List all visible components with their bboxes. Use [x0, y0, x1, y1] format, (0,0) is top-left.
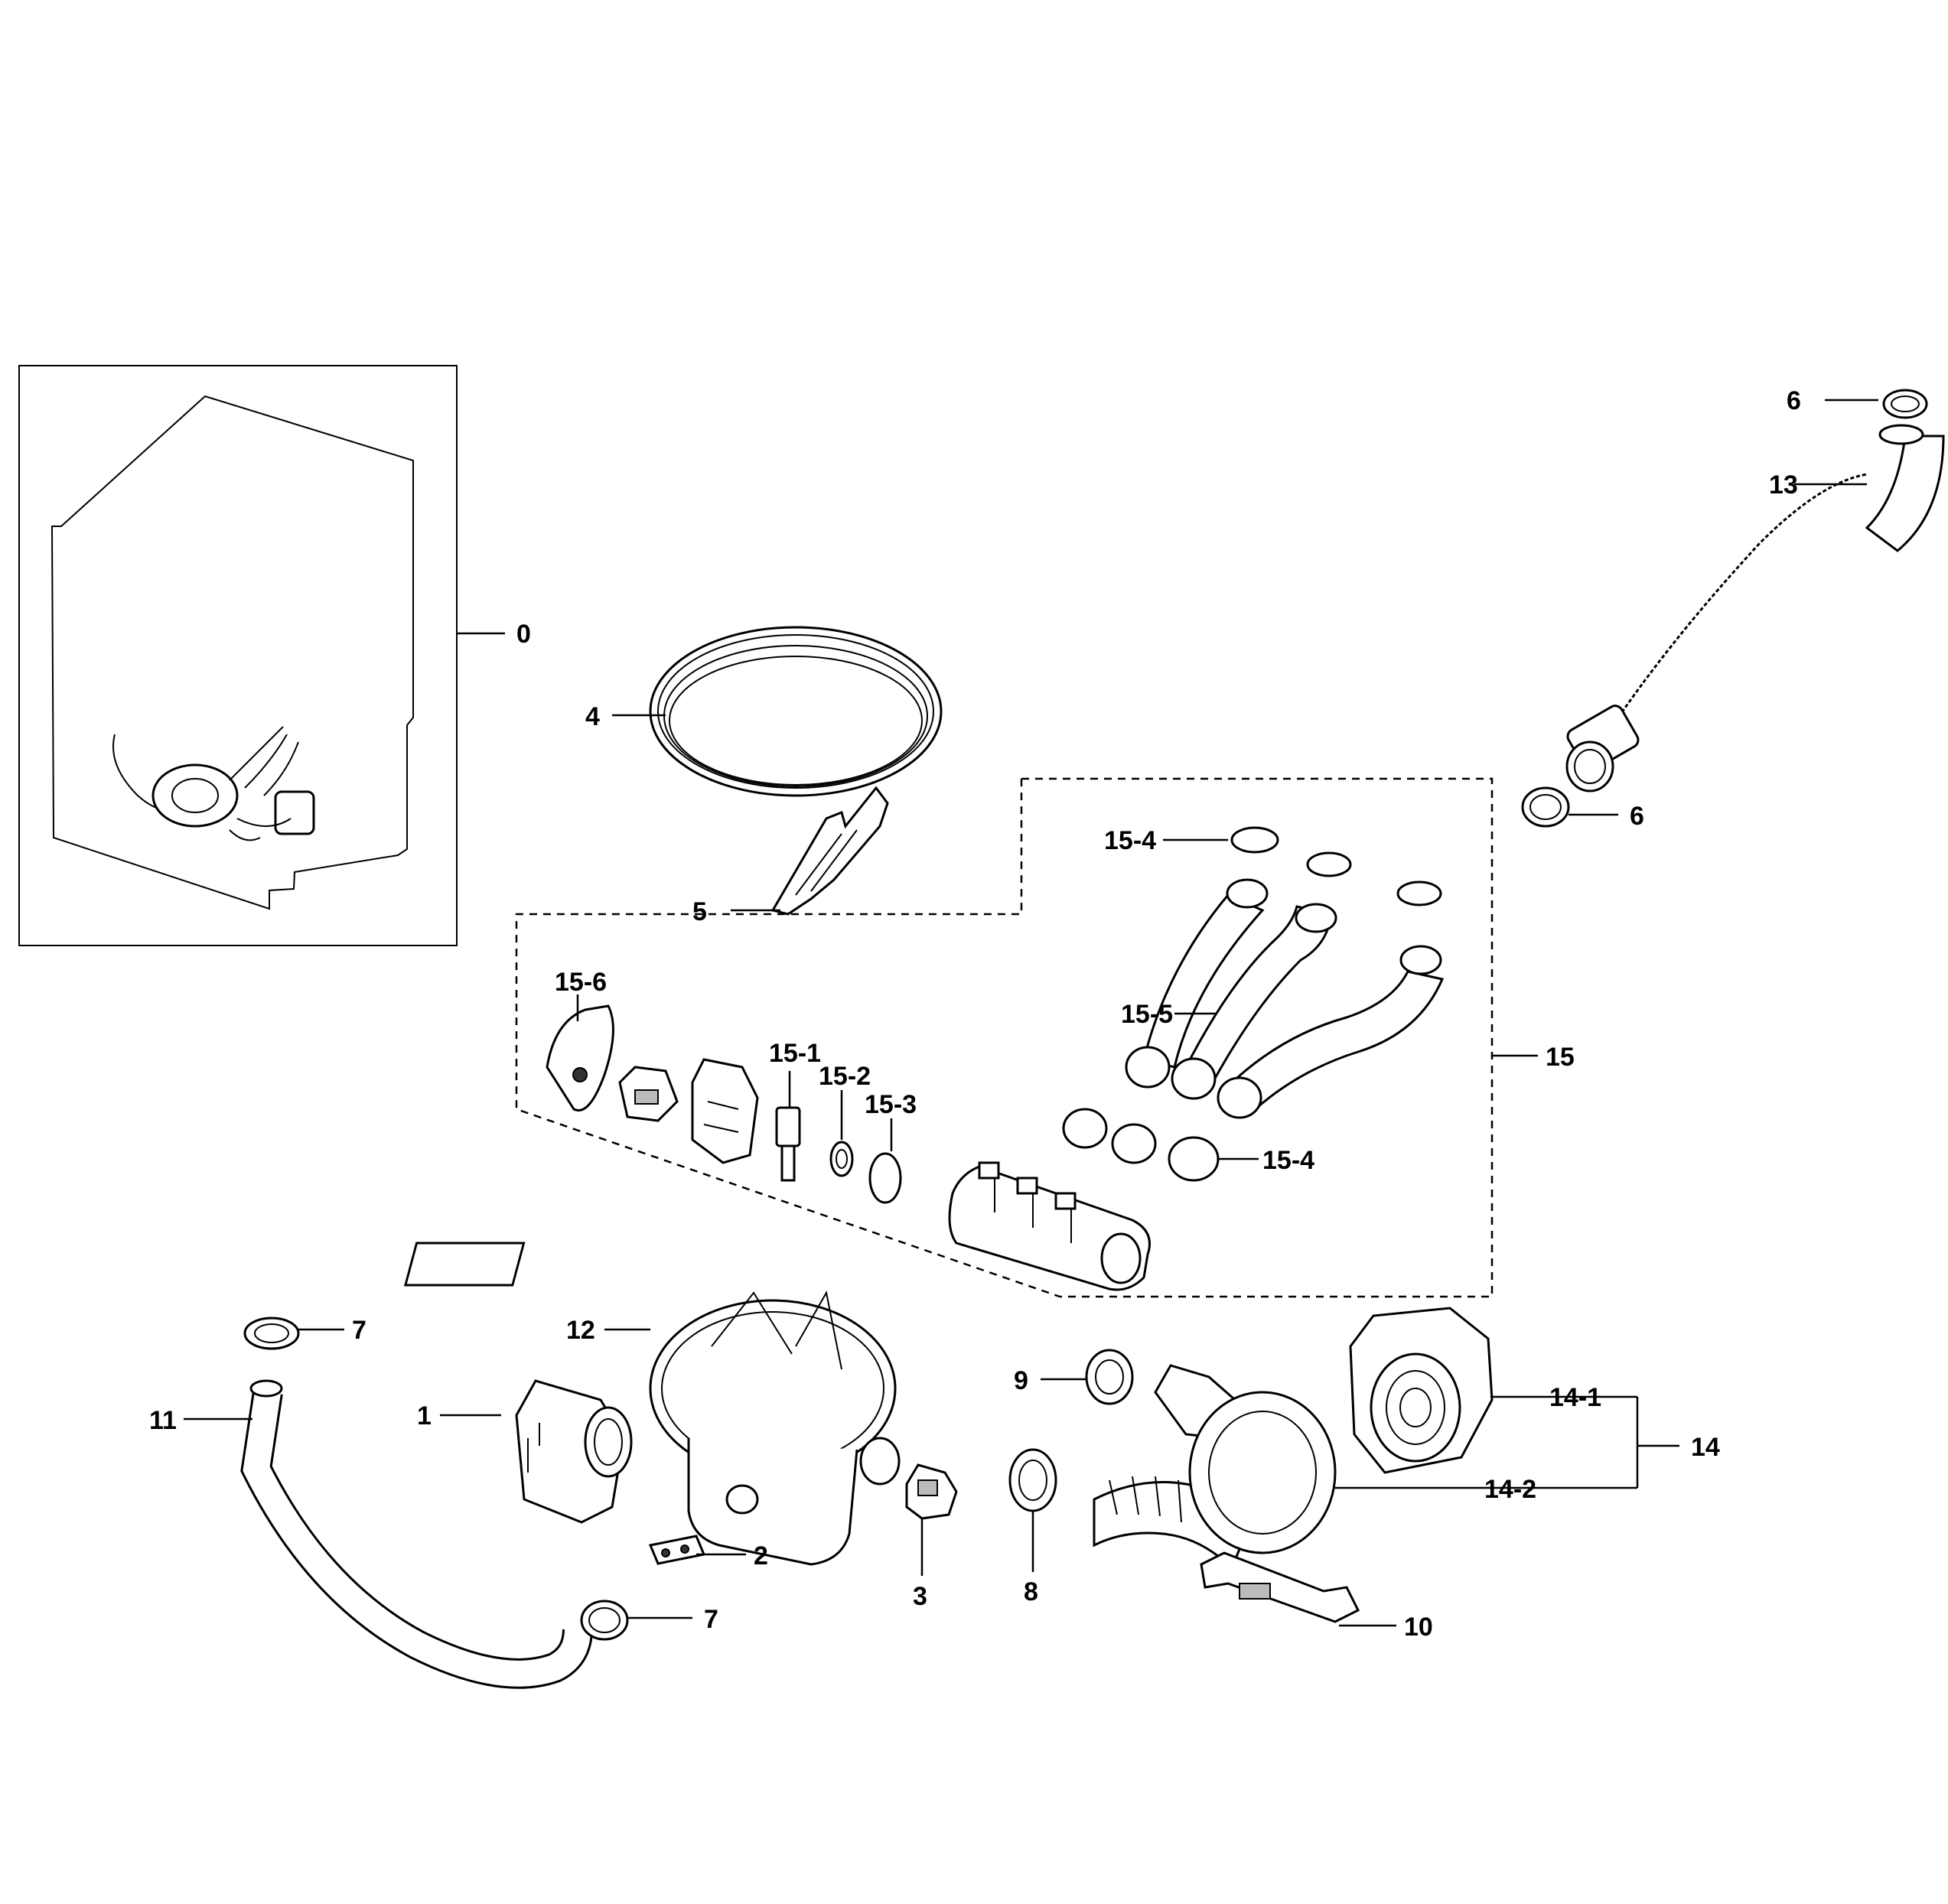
label-8: 8 — [1024, 1577, 1038, 1606]
part-15-3-o-ring — [868, 1118, 902, 1204]
part-5-bracket — [731, 786, 889, 916]
label-1: 1 — [417, 1401, 432, 1430]
part-10-bracket — [1200, 1551, 1396, 1627]
label-4: 4 — [585, 702, 600, 731]
part-15-group-outline — [515, 777, 1494, 1298]
label-10: 10 — [1404, 1613, 1433, 1642]
part-9-clamp — [1041, 1349, 1134, 1405]
part-14-1-heater — [1349, 1307, 1637, 1474]
part-6-clamp-top — [1825, 389, 1928, 419]
label-15-6: 15-6 — [555, 968, 607, 997]
label-9: 9 — [1014, 1366, 1028, 1395]
part-7-clamp-top — [243, 1317, 344, 1350]
part-15-impeller — [618, 1066, 679, 1122]
label-15-5: 15-5 — [1121, 1000, 1173, 1029]
part-15-2-seal — [829, 1090, 854, 1177]
label-14-2: 14-2 — [1484, 1475, 1536, 1504]
label-14-1: 14-1 — [1549, 1383, 1601, 1412]
label-11: 11 — [149, 1406, 177, 1435]
label-6-top: 6 — [1787, 386, 1801, 415]
label-2: 2 — [754, 1541, 768, 1570]
part-8-clamp — [1008, 1448, 1057, 1572]
part-2-plate — [648, 1535, 746, 1565]
label-3: 3 — [913, 1582, 927, 1611]
part-15-1-connector — [775, 1071, 801, 1182]
part-15-5-hoses — [1125, 878, 1445, 1119]
part-15-6-disc — [546, 994, 614, 1111]
part-14-2-pump — [1093, 1364, 1637, 1570]
part-7-clamp-bottom — [580, 1600, 692, 1641]
part-3-sensor — [905, 1463, 958, 1576]
part-4-gasket — [612, 626, 943, 797]
label-6-bottom: 6 — [1630, 802, 1644, 831]
label-15: 15 — [1546, 1043, 1575, 1072]
label-0: 0 — [516, 620, 531, 649]
label-15-2: 15-2 — [819, 1062, 871, 1091]
assembly-inset-box — [18, 365, 505, 946]
part-15-4-clamps-top — [1163, 826, 1442, 906]
label-13: 13 — [1769, 470, 1798, 500]
part-13-drain-hose — [1565, 424, 1945, 793]
label-14: 14 — [1691, 1433, 1720, 1462]
label-7-top: 7 — [352, 1316, 366, 1345]
part-1-motor — [440, 1379, 633, 1524]
part-15-housing — [691, 1058, 759, 1164]
label-15-1: 15-1 — [769, 1039, 821, 1068]
label-7-bottom: 7 — [704, 1605, 718, 1634]
part-15-4-clamps-bottom — [1062, 1108, 1259, 1182]
part-15-manifold — [948, 1161, 1151, 1291]
part-11-hose — [184, 1379, 593, 1689]
label-15-3: 15-3 — [865, 1090, 917, 1119]
label-15-4-bottom: 15-4 — [1262, 1146, 1314, 1175]
label-15-4-top: 15-4 — [1104, 826, 1156, 855]
part-6-clamp-bottom — [1521, 786, 1618, 828]
part-14-bracket — [1636, 1397, 1679, 1488]
label-5: 5 — [692, 897, 707, 926]
part-12-sump — [403, 1242, 901, 1566]
label-12: 12 — [566, 1316, 595, 1345]
